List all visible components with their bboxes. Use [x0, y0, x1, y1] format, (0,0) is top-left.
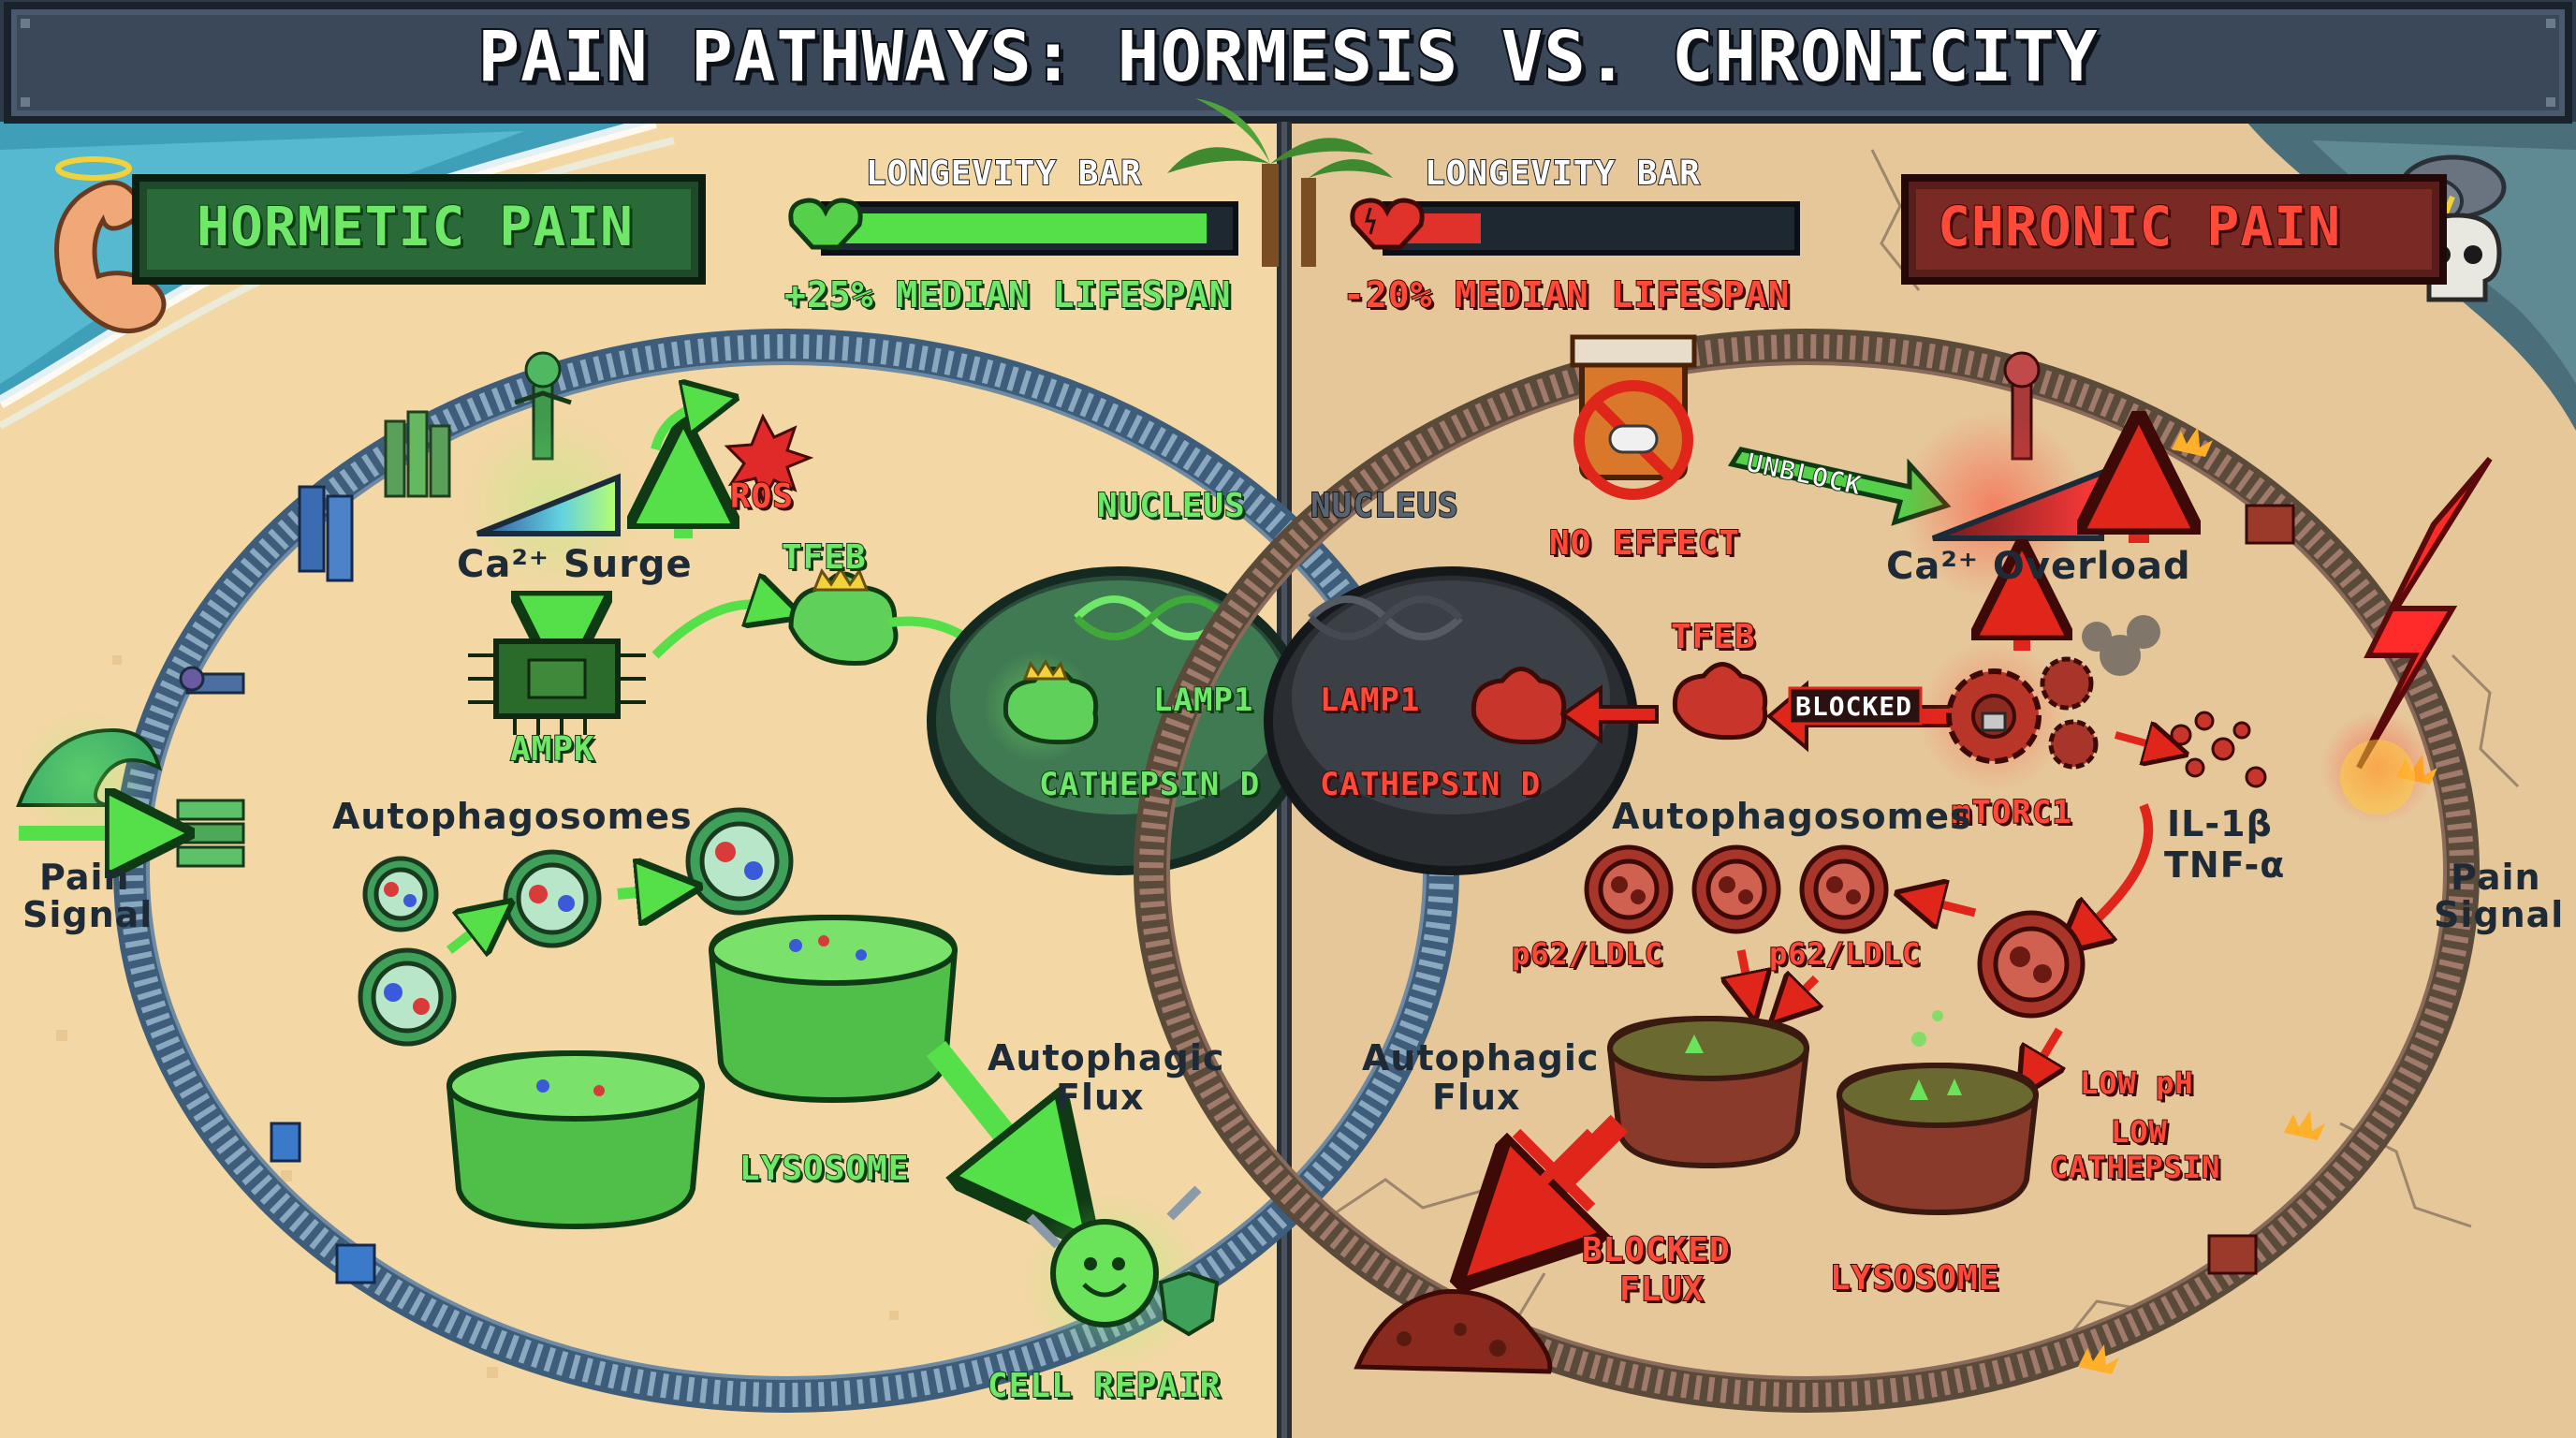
- hormetic-pain-title: HORMETIC PAIN: [196, 194, 634, 259]
- p62-label-a: p62/LDLC: [1511, 935, 1664, 973]
- lamp1-label-right: LAMP1: [1319, 681, 1421, 720]
- ampk-label: AMPK: [509, 729, 595, 770]
- autophagic-flux-left-1: Autophagic: [988, 1037, 1225, 1078]
- p62-label-b: p62/LDLC: [1768, 935, 1922, 973]
- cathepsin-d-label-left: CATHEPSIN D: [1038, 765, 1261, 804]
- lysosome-label-right: LYSOSOME: [1829, 1258, 2000, 1299]
- tfeb-label-right: TFEB: [1670, 617, 1756, 657]
- lifespan-text-right: -20% MEDIAN LIFESPAN: [1342, 273, 1791, 316]
- low-cathepsin-label-1: LOW: [2110, 1113, 2168, 1151]
- autophagic-flux-left-2: Flux: [1056, 1077, 1145, 1118]
- blocked-flux-label-1: BLOCKED: [1581, 1230, 1731, 1270]
- longevity-label-right: LONGEVITY BAR: [1424, 154, 1701, 194]
- ca-overload-label: Ca²⁺ Overload: [1886, 545, 2191, 588]
- low-cathepsin-label-2: CATHEPSIN: [2049, 1149, 2221, 1186]
- autophagosomes-label-left: Autophagosomes: [332, 796, 693, 837]
- longevity-fill-left: [833, 213, 1207, 243]
- lifespan-text-left: +25% MEDIAN LIFESPAN: [783, 273, 1232, 316]
- ca-surge-label: Ca²⁺ Surge: [457, 543, 693, 586]
- autophagic-flux-right-1: Autophagic: [1362, 1037, 1600, 1078]
- blocked-flux-label-2: FLUX: [1618, 1269, 1705, 1310]
- pain-signal-right-1: Pain: [2451, 857, 2541, 898]
- autophagic-flux-right-2: Flux: [1432, 1077, 1521, 1118]
- tnfa-label: TNF-α: [2164, 844, 2286, 886]
- il1b-label: IL-1β: [2167, 803, 2273, 844]
- pain-signal-right-2: Signal: [2434, 894, 2565, 935]
- page-title: PAIN PATHWAYS: HORMESIS VS. CHRONICITY: [476, 15, 2100, 99]
- longevity-label-left: LONGEVITY BAR: [865, 154, 1142, 194]
- lamp1-label-left: LAMP1: [1152, 681, 1254, 720]
- tfeb-label-left: TFEB: [781, 537, 867, 578]
- low-ph-label: LOW pH: [2079, 1064, 2194, 1102]
- pain-signal-left-2: Signal: [22, 894, 154, 935]
- chronic-pain-title: CHRONIC PAIN: [1937, 194, 2342, 259]
- nucleus-label-left: NUCLEUS: [1096, 486, 1246, 526]
- no-effect-label: NO EFFECT: [1548, 523, 1741, 564]
- mtorc1-label: mTORC1: [1951, 793, 2072, 832]
- blocked-label: BLOCKED: [1795, 691, 1913, 722]
- cell-repair-label: CELL REPAIR: [987, 1366, 1222, 1406]
- pain-signal-left-1: Pain: [39, 857, 130, 898]
- ros-label: ROS: [729, 477, 795, 517]
- nucleus-label-right: NUCLEUS: [1310, 486, 1459, 526]
- autophagosomes-label-right: Autophagosomes: [1612, 796, 1972, 837]
- lysosome-label-left: LYSOSOME: [739, 1149, 910, 1189]
- cathepsin-d-label-right: CATHEPSIN D: [1319, 765, 1542, 804]
